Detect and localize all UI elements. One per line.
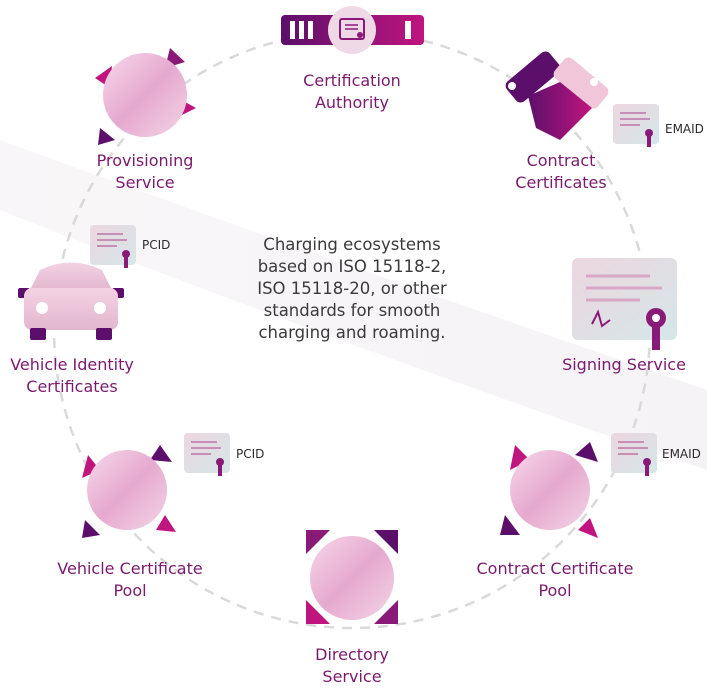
center-line-4: standards for smooth — [263, 301, 441, 320]
center-line-1: Charging ecosystems — [263, 235, 441, 254]
provisioning-service-label: Provisioning Service — [96, 151, 194, 192]
background-swoosh — [0, 140, 707, 470]
certification-authority-label: Certification Authority — [303, 71, 401, 112]
certificate-icon-pcid-bottom — [184, 433, 230, 476]
vehicle-identity-certificates-label: Vehicle Identity Certificates — [10, 355, 134, 396]
vehicle-pool-icon — [82, 445, 176, 538]
center-description: Charging ecosystems based on ISO 15118-2… — [237, 234, 467, 344]
signing-service-label: Signing Service — [562, 355, 686, 374]
certificate-icon-pcid-left — [90, 225, 136, 268]
center-line-3: ISO 15118-20, or other — [257, 279, 447, 298]
center-line-5: charging and roaming. — [258, 323, 446, 342]
certification-authority-icon — [281, 6, 424, 54]
vehicle-certificate-pool-label: Vehicle Certificate Pool — [57, 559, 203, 600]
directory-service-icon — [306, 530, 398, 624]
emaid-tag-top: EMAID — [665, 122, 704, 136]
center-line-2: based on ISO 15118-2, — [257, 257, 447, 276]
certificate-icon-emaid-bottom — [611, 433, 657, 476]
directory-service-label: Directory Service — [315, 645, 389, 686]
contract-pool-icon — [500, 442, 598, 538]
emaid-tag-bottom: EMAID — [662, 447, 701, 461]
handshake-icon — [505, 51, 609, 140]
certificate-icon-emaid-top — [613, 104, 659, 147]
provisioning-icon — [95, 48, 196, 145]
car-icon — [18, 262, 124, 340]
contract-certificate-pool-label: Contract Certificate Pool — [476, 559, 634, 600]
contract-certificates-label: Contract Certificates — [515, 151, 607, 192]
pcid-tag-left: PCID — [142, 238, 171, 252]
signing-certificate-icon — [572, 258, 677, 350]
pcid-tag-bottom: PCID — [236, 447, 265, 461]
